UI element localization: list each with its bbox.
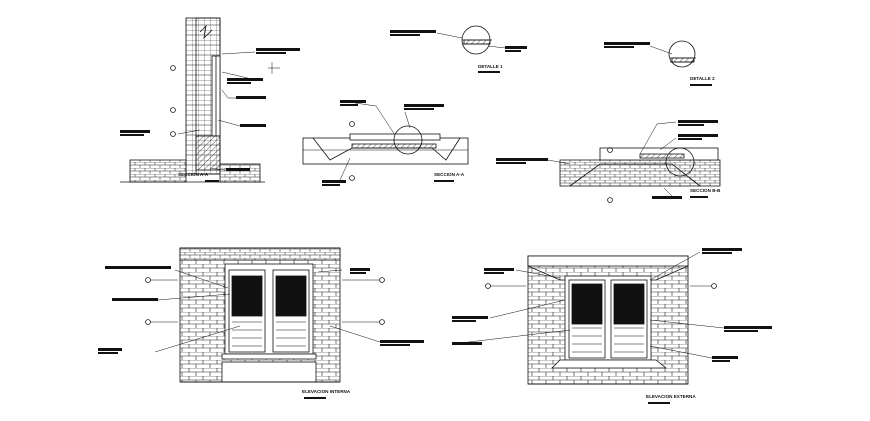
title-section-bb: SECCION B-B: [690, 188, 721, 193]
labels-section-aa-mid: [322, 100, 444, 186]
title-underline: [304, 397, 326, 399]
title-elevation-external: ELEVACION EXTERNA: [646, 394, 696, 399]
title-detail-2: DETALLE 2: [690, 76, 715, 81]
detail-1: [436, 25, 506, 55]
labels-internal-elevation: [98, 266, 424, 354]
title-underline: [205, 180, 219, 182]
title-underline: [434, 180, 454, 182]
title-section-aa-mid: SECCION A-A: [434, 172, 465, 177]
wall-section-aa-left: [120, 17, 280, 183]
labels-section-aa-left: [120, 48, 300, 171]
window-section-bb: [547, 121, 721, 203]
labels-detail-1: [390, 30, 527, 52]
title-underline: [478, 71, 500, 73]
window-section-aa-mid: [302, 102, 469, 181]
labels-external-elevation: [452, 248, 772, 362]
labels-section-bb: [496, 120, 718, 199]
labels-detail-2: [604, 42, 650, 48]
external-elevation: [451, 251, 725, 385]
detail-2: [649, 40, 696, 68]
title-elevation-internal: ELEVACION INTERNA: [302, 389, 351, 394]
internal-elevation: [145, 247, 385, 383]
title-underline: [690, 84, 712, 86]
title-detail-1: DETALLE 1: [478, 64, 503, 69]
title-underline: [648, 402, 670, 404]
title-underline: [690, 196, 708, 198]
title-section-aa-left: SECCION A-A: [178, 172, 209, 177]
